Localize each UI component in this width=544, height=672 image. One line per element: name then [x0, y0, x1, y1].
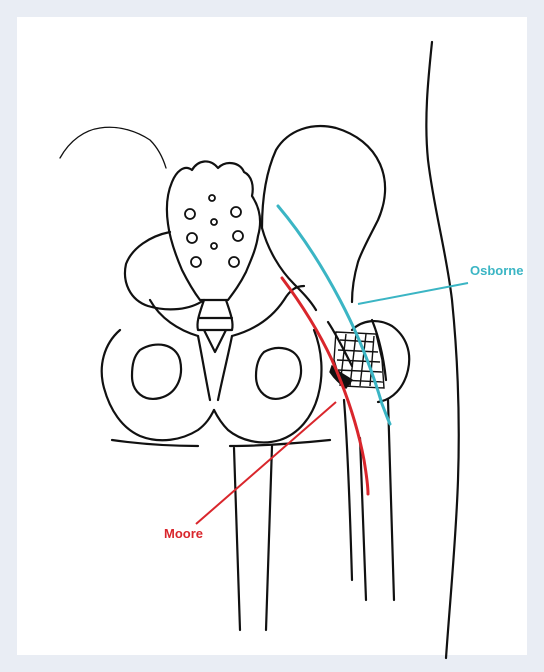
skin-contour-line: [60, 127, 166, 168]
right-obturator-foramen: [256, 348, 301, 399]
osborne-incision-line: [278, 206, 390, 424]
moore-leader-line: [196, 402, 336, 524]
right-ilium-inner: [262, 228, 316, 310]
left-obturator-foramen: [132, 345, 181, 399]
coccyx: [197, 300, 232, 352]
pubic-symphysis: [198, 336, 232, 400]
right-femur-shaft: [344, 400, 394, 600]
body-contour-line: [426, 42, 458, 658]
pelvic-brim: [150, 286, 304, 336]
sacrum-outline: [167, 161, 260, 300]
ischial-line: [112, 440, 330, 446]
left-pubic-ischium: [102, 330, 214, 440]
right-ilium: [262, 126, 385, 302]
moore-label: Moore: [164, 526, 203, 541]
osborne-label: Osborne: [470, 263, 523, 278]
sacral-foramina: [185, 195, 243, 267]
